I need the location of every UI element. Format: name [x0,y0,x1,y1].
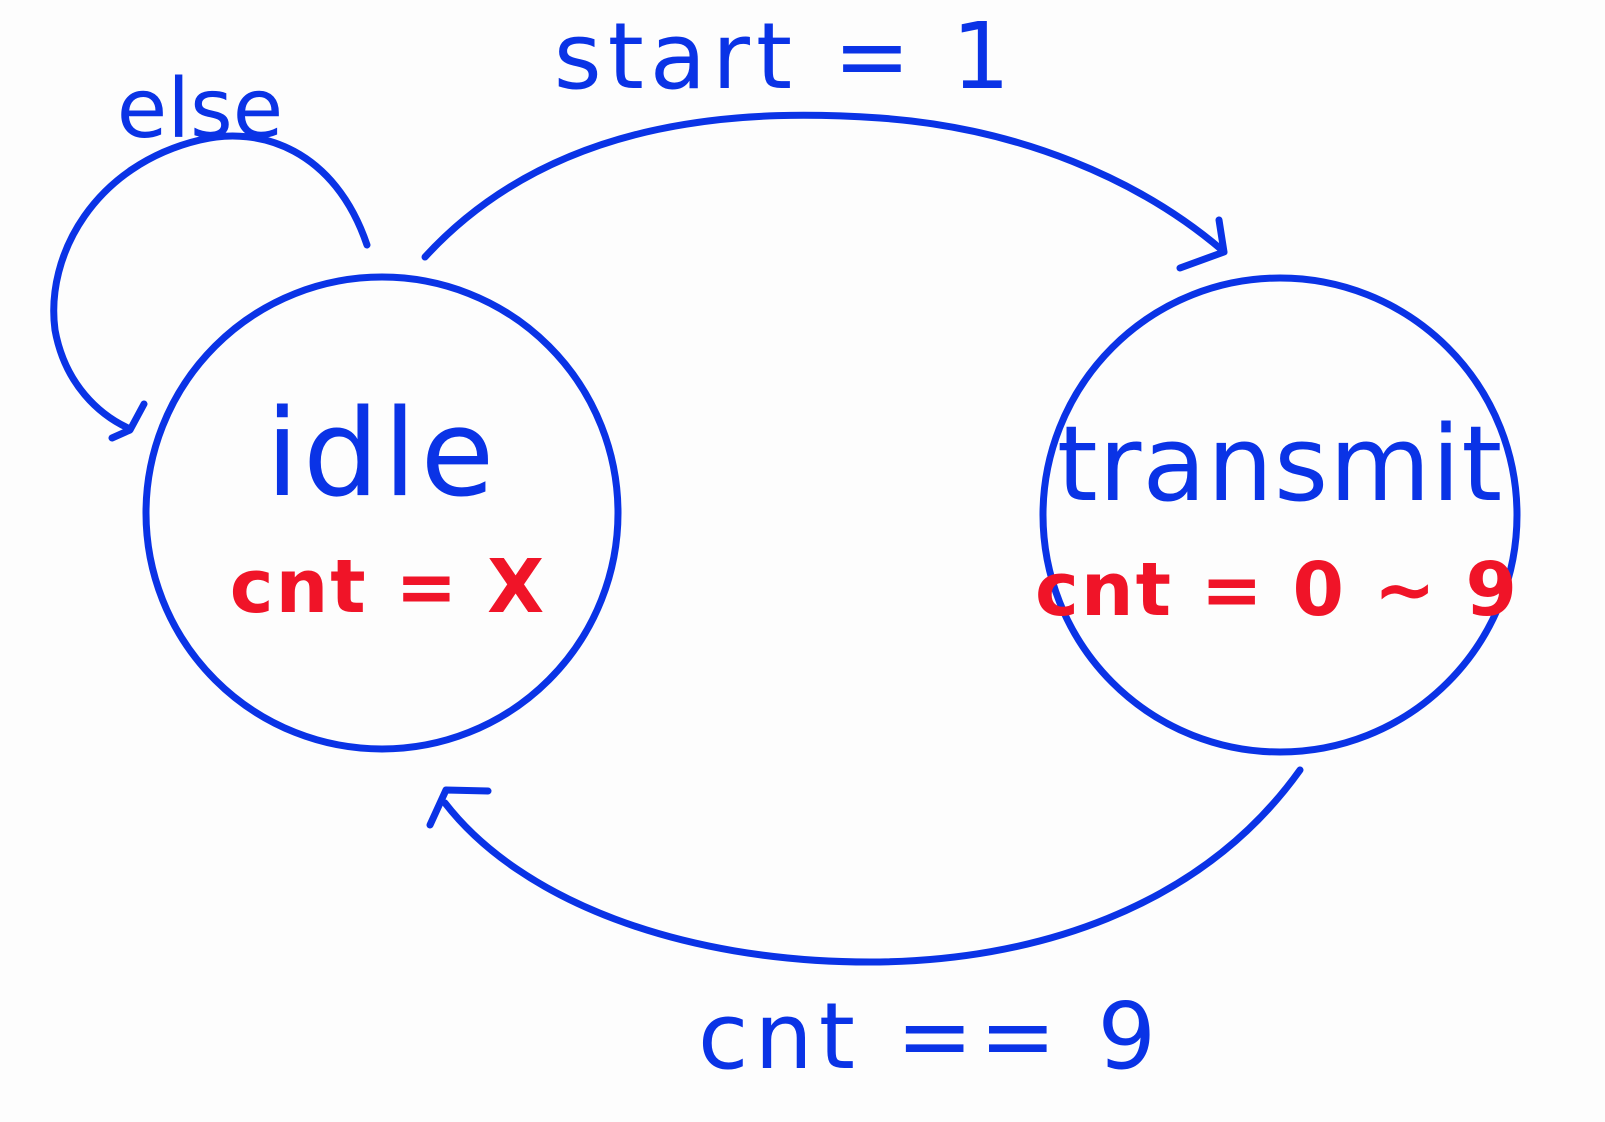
transition-self-loop-idle: else [50,62,371,442]
bottom-arc [441,766,1304,966]
top-arc [421,111,1226,261]
transition-idle-to-transmit: start = 1 [421,3,1228,272]
state-idle-variable: cnt = X [230,544,547,630]
state-idle: idle cnt = X [142,273,622,753]
state-idle-circle [142,273,622,753]
state-transmit: transmit cnt = 0 ~ 9 [1035,274,1521,756]
state-idle-label: idle [266,385,499,524]
bottom-arc-label: cnt == 9 [698,983,1162,1090]
state-transmit-label: transmit [1057,403,1503,525]
self-loop-arc [50,132,371,432]
top-arc-arrowhead [1176,216,1228,272]
self-loop-arrowhead [108,400,148,442]
state-transmit-circle [1039,274,1521,756]
self-loop-label: else [117,62,283,157]
top-arc-label: start = 1 [554,3,1016,110]
bottom-arc-arrowhead [426,786,492,829]
state-transmit-variable: cnt = 0 ~ 9 [1035,547,1519,633]
transition-transmit-to-idle: cnt == 9 [426,766,1304,1090]
